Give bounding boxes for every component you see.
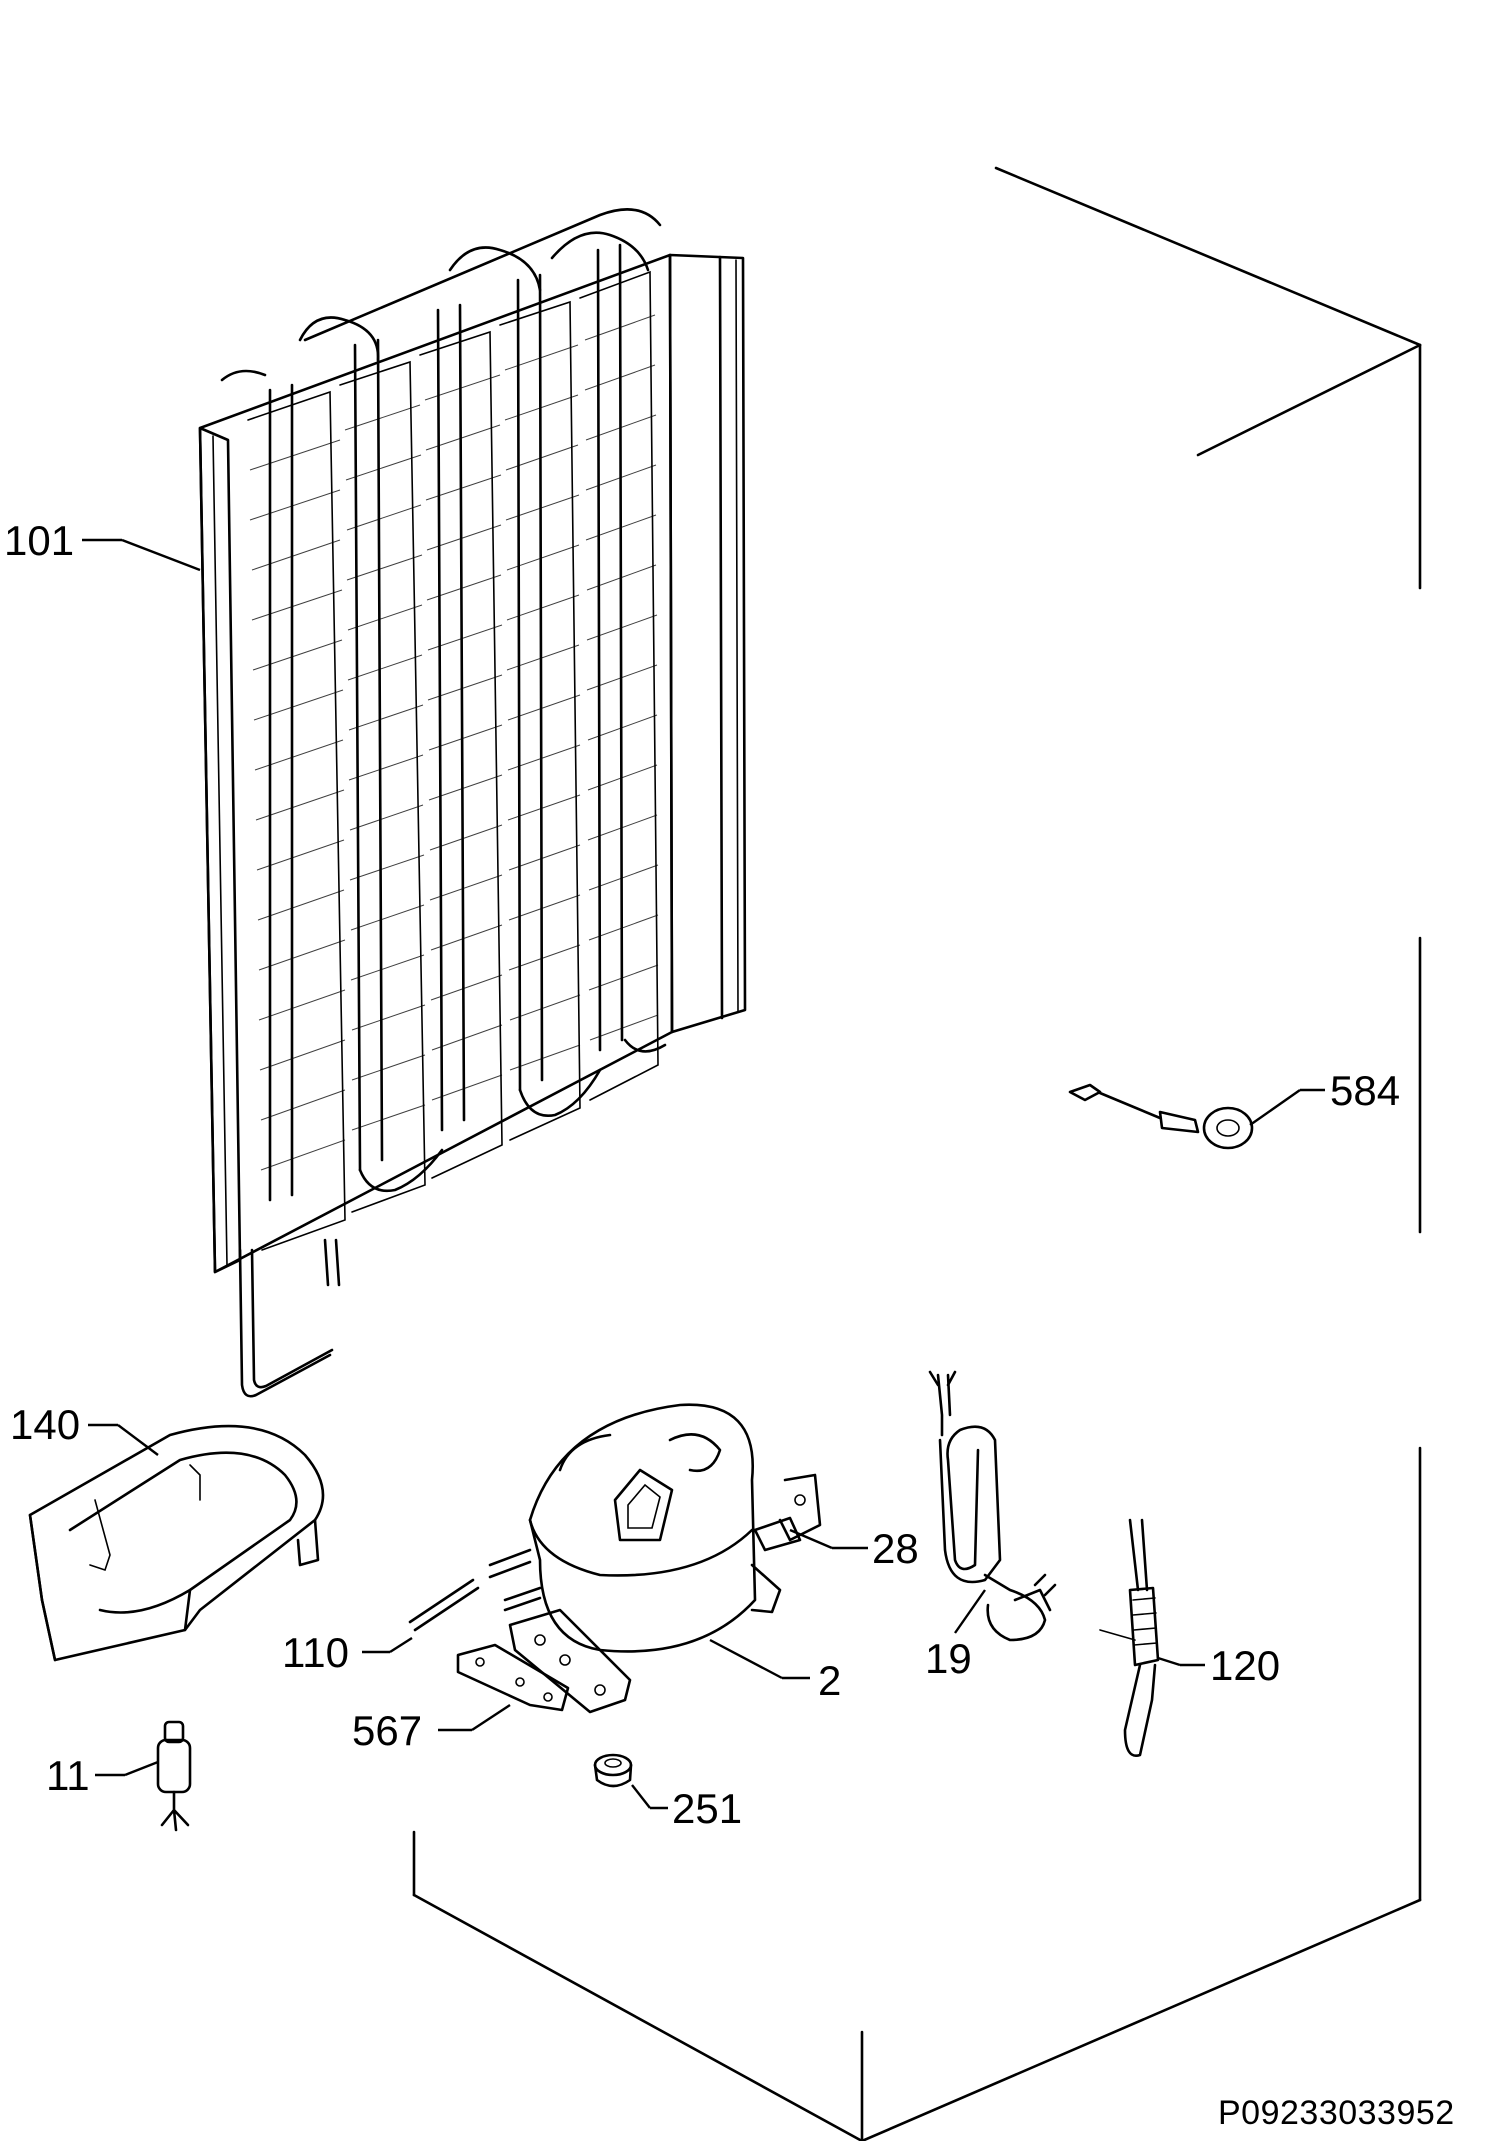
part-label-251: 251 — [672, 1785, 743, 1832]
leader-lines — [82, 538, 1325, 1810]
drip-tray — [28, 1424, 325, 1662]
part-label-2: 2 — [818, 1657, 842, 1704]
part-label-101: 101 — [4, 517, 75, 564]
part-label-28: 28 — [872, 1525, 919, 1572]
filter-drier — [156, 1720, 192, 1832]
part-label-19: 19 — [925, 1635, 972, 1682]
mounting-plate — [456, 1643, 570, 1712]
part-label-120: 120 — [1210, 1642, 1281, 1689]
part-label-140: 140 — [10, 1401, 81, 1448]
condenser — [198, 208, 747, 1398]
compressor — [488, 1403, 782, 1714]
heater-element — [1099, 1518, 1160, 1757]
capillary-tube — [408, 1578, 480, 1632]
part-label-110: 110 — [282, 1629, 349, 1676]
cabinet-outline — [412, 166, 1422, 2141]
condenser-tubes — [220, 208, 667, 1202]
part-label-567: 567 — [352, 1707, 423, 1754]
power-cord — [928, 1370, 1057, 1642]
sensor-probe — [1068, 1083, 1254, 1150]
start-relay — [753, 1473, 822, 1552]
rubber-grommet — [593, 1753, 633, 1788]
part-label-584: 584 — [1330, 1067, 1401, 1114]
part-label-11: 11 — [46, 1752, 90, 1799]
document-code: P09233033952 — [1218, 2094, 1455, 2132]
condenser-fins — [247, 270, 659, 1251]
